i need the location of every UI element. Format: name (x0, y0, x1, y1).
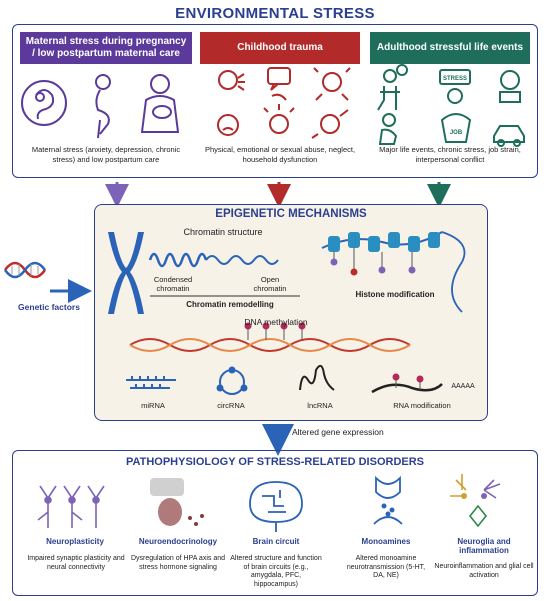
job-bag-icon (440, 113, 472, 143)
altered-gene-expression-label: Altered gene expression (292, 427, 384, 437)
brain-circuit-description: Altered structure and function of brain … (230, 555, 322, 588)
burnout-icon (499, 70, 521, 103)
pathophysiology-title: PATHOPHYSIOLOGY OF STRESS-RELATED DISORD… (125, 456, 425, 468)
genetic-factors-label: Genetic factors (18, 302, 80, 312)
rna-modification-label: RNA modification (393, 401, 451, 410)
open-chromatin-label: Open chromatin (253, 275, 287, 293)
circrna-icon (216, 366, 248, 395)
childhood-trauma-header: Childhood trauma (200, 32, 360, 64)
monoamines-description: Altered monoamine neurotransmission (5-H… (346, 555, 426, 579)
adulthood-events-description: Major life events, chronic stress, job s… (379, 145, 521, 164)
polya-tail-label: AAAAA (451, 383, 475, 390)
pathophysiology-panel (12, 450, 538, 596)
chromatin-remodelling-label: Chromatin remodelling (186, 300, 274, 309)
neuroplasticity-description: Impaired synaptic plasticity and neural … (27, 555, 125, 571)
speech-bubble-icon (267, 67, 291, 101)
pregnant-woman-icon (95, 74, 111, 139)
methylation-helix-icon (129, 338, 411, 352)
maternal-stress-header: Maternal stress during pregnancy / low p… (20, 32, 192, 64)
adulthood-events-header: Adulthood stressful life events (370, 32, 530, 64)
neuroplasticity-title: Neuroplasticity (46, 537, 104, 546)
lncrna-icon (299, 364, 335, 391)
distress-icon (263, 104, 295, 134)
mother-baby-icon (140, 74, 180, 133)
neuroglia-title: Neuroglia and inflammation (457, 537, 511, 555)
histone-marks-icon (330, 248, 416, 276)
neuroglia-description: Neuroinflammation and glial cell activat… (434, 563, 534, 579)
car-crash-icon (493, 125, 525, 147)
synapse-icon (373, 475, 403, 525)
methyl-groups-icon (244, 322, 306, 340)
chromatin-coil-icon (148, 252, 279, 268)
sitting-alone-icon (378, 113, 398, 145)
rna-modification-icon (371, 373, 443, 394)
childhood-trauma-description: Physical, emotional or sexual abuse, neg… (204, 145, 356, 164)
dna-methylation-label: DNA methylation (244, 317, 308, 327)
job-bag-text: JOB (450, 130, 463, 136)
environmental-stress-panel (12, 24, 538, 178)
lncrna-label: lncRNA (307, 401, 333, 410)
dna-helix-icon (3, 261, 47, 279)
stress-sign-text: STRESS (443, 76, 467, 82)
hitting-icon (311, 109, 349, 139)
brain-circuit-icon (249, 481, 303, 532)
glial-cell-icon (450, 474, 501, 528)
brain-circuit-title: Brain circuit (252, 537, 300, 546)
chromosome-icon (108, 232, 144, 314)
sad-child-icon (217, 114, 239, 136)
fetus-icon (21, 80, 67, 126)
mirna-label: miRNA (141, 401, 165, 410)
condensed-chromatin-label: Condensed chromatin (153, 275, 193, 293)
adrenal-gland-icon (150, 478, 204, 526)
shouting-icon (218, 70, 245, 91)
nucleosome-chain-icon (321, 231, 466, 313)
maternal-stress-description: Maternal stress (anxiety, depression, ch… (31, 145, 181, 164)
mirna-icon (126, 376, 176, 389)
histone-modification-label: Histone modification (355, 290, 435, 299)
stress-sign-icon (439, 69, 471, 104)
neurons-icon (37, 485, 105, 528)
stressed-person-icon (377, 64, 408, 111)
epigenetic-title: EPIGENETIC MECHANISMS (215, 208, 367, 220)
chromatin-structure-label: Chromatin structure (183, 227, 263, 237)
neuroendocrinology-title: Neuroendocrinology (138, 537, 218, 546)
circrna-label: circRNA (217, 401, 245, 410)
monoamines-title: Monoamines (361, 537, 411, 546)
fear-icon (313, 67, 351, 101)
neuroendocrinology-description: Dysregulation of HPA axis and stress hor… (130, 555, 226, 571)
environmental-stress-title: ENVIRONMENTAL STRESS (175, 5, 375, 22)
